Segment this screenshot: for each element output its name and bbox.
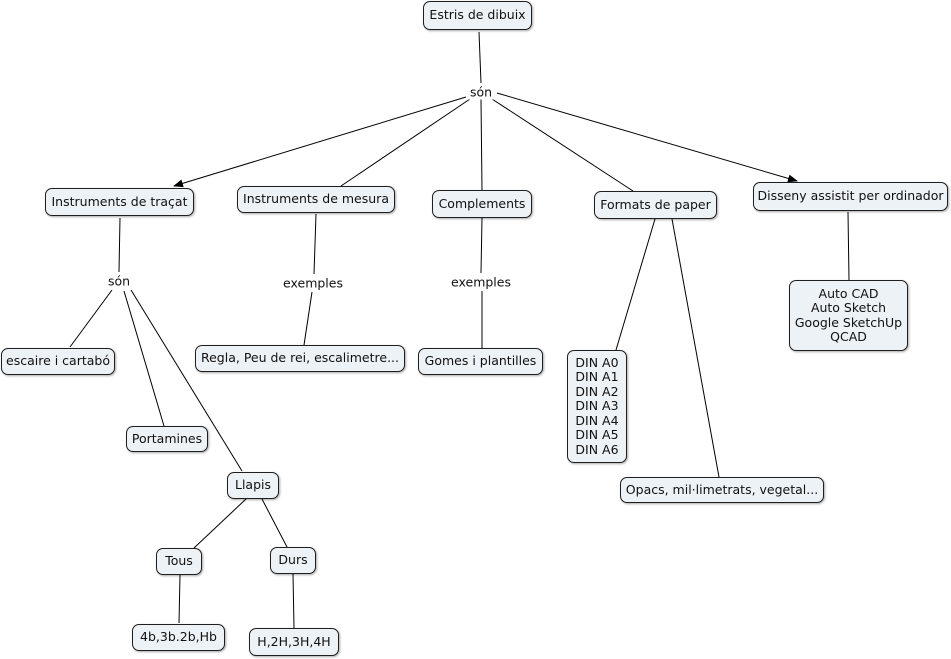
- concept-din-formats[interactable]: DIN A0 DIN A1 DIN A2 DIN A3 DIN A4 DIN A…: [567, 350, 627, 463]
- concept-gomes-i-plantilles[interactable]: Gomes i plantilles: [418, 348, 543, 375]
- cad-item: QCAD: [830, 329, 867, 344]
- link-son2-portamines: [123, 290, 165, 427]
- cad-item: Auto Sketch: [810, 300, 887, 315]
- link-mesura-exemples: [313, 213, 317, 275]
- link-exemples-regla: [303, 291, 313, 346]
- concept-instruments-de-mesura[interactable]: Instruments de mesura: [237, 186, 395, 213]
- din-item: DIN A6: [575, 441, 619, 457]
- link-son-disseny: [496, 92, 798, 183]
- linking-phrase-tracat-son: són: [105, 273, 133, 289]
- link-son2-llapis: [130, 289, 243, 472]
- cad-item: Auto CAD: [818, 285, 879, 301]
- concept-instruments-de-tracat[interactable]: Instruments de traçat: [45, 188, 194, 216]
- din-item: DIN A2: [575, 383, 619, 399]
- din-item: DIN A3: [575, 398, 619, 414]
- concept-estris-de-dibuix[interactable]: Estris de dibuix: [423, 1, 532, 30]
- link-formats-din: [615, 218, 656, 351]
- concept-programes-cad[interactable]: Auto CAD Auto Sketch Google SketchUp QCA…: [789, 280, 908, 351]
- concept-durs[interactable]: Durs: [270, 547, 316, 574]
- link-durs-val: [292, 573, 295, 629]
- link-son-complements: [480, 98, 483, 191]
- concept-tous-valors[interactable]: 4b,3b.2b,Hb: [132, 624, 225, 651]
- concept-durs-valors[interactable]: H,2H,3H,4H: [249, 628, 339, 656]
- concept-formats-de-paper[interactable]: Formats de paper: [594, 191, 717, 219]
- link-formats-opacs: [671, 218, 720, 478]
- link-son-tracat: [173, 96, 467, 188]
- cad-item: Google SketchUp: [794, 314, 903, 330]
- link-root-son: [478, 31, 482, 84]
- din-item: DIN A5: [575, 427, 619, 443]
- concept-disseny-assistit[interactable]: Disseny assistit per ordinador: [753, 182, 948, 211]
- linking-phrase-root-son: són: [467, 84, 495, 100]
- concept-llapis[interactable]: Llapis: [227, 472, 279, 499]
- concept-escaire-i-cartabo[interactable]: escaire i cartabó: [1, 348, 115, 375]
- link-son-formats: [491, 98, 634, 192]
- link-son2-escaire: [69, 289, 113, 348]
- link-son-mesura: [340, 98, 471, 187]
- concept-complements[interactable]: Complements: [432, 190, 532, 218]
- linking-phrase-complements-exemples: exemples: [449, 274, 513, 290]
- concept-opacs-mil-limetrats[interactable]: Opacs, mil·limetrats, vegetal...: [620, 477, 824, 503]
- link-llapis-durs: [261, 498, 288, 548]
- linking-phrase-mesura-exemples: exemples: [281, 275, 345, 291]
- concept-tous[interactable]: Tous: [156, 548, 202, 575]
- concept-portamines[interactable]: Portamines: [126, 426, 208, 452]
- din-item: DIN A1: [575, 369, 619, 385]
- link-tous-val: [178, 574, 181, 624]
- link-llapis-tous: [193, 498, 247, 549]
- din-item: DIN A0: [575, 354, 619, 370]
- din-item: DIN A4: [575, 412, 619, 428]
- link-disseny-cad: [847, 211, 850, 281]
- link-complements-exemples: [480, 217, 483, 274]
- link-tracat-son: [118, 217, 121, 273]
- concept-regla-peu-de-rei[interactable]: Regla, Peu de rei, escalimetre...: [195, 345, 405, 372]
